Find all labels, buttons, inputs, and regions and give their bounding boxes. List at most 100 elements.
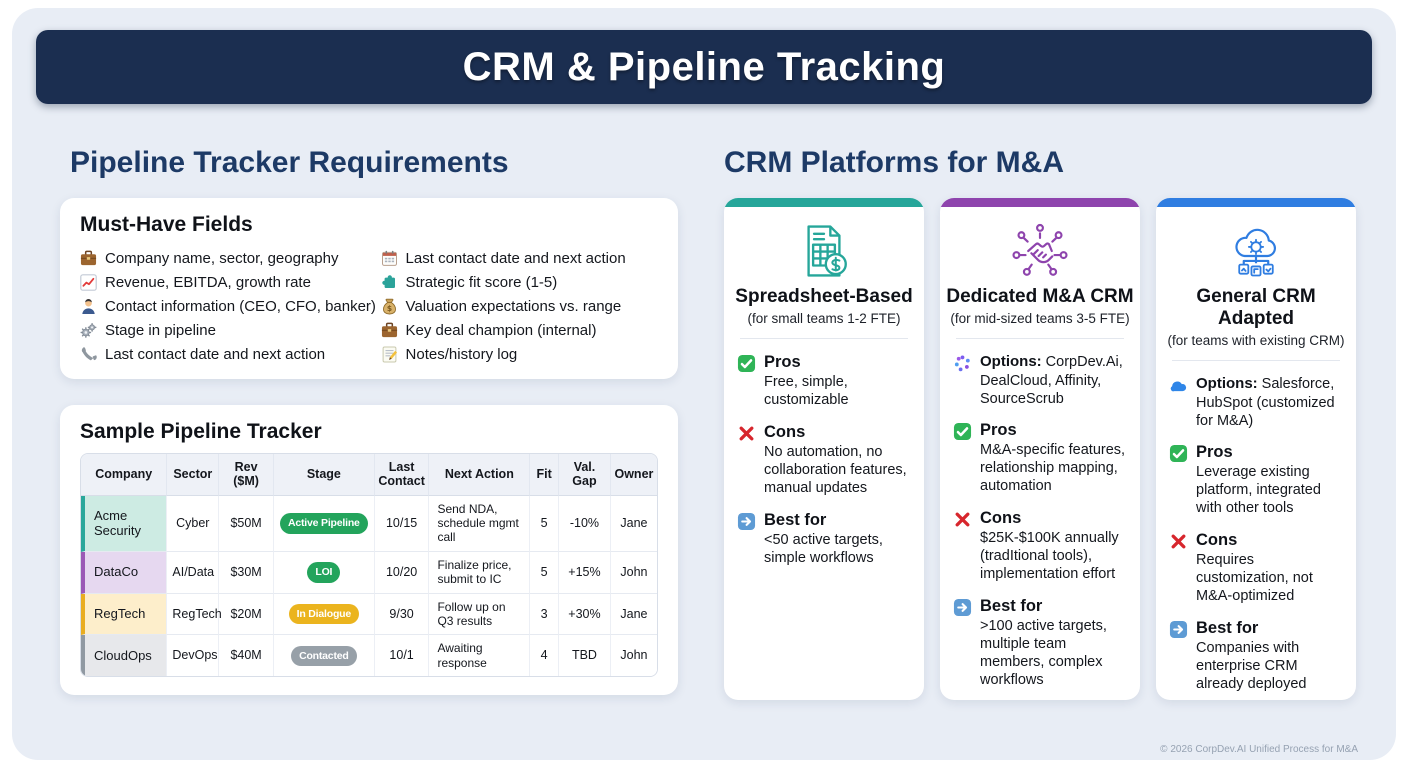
must-have-fields-card: Must-Have Fields Company name, sector, g… (60, 198, 678, 379)
must-have-item-text: Last contact date and next action (405, 249, 626, 267)
must-have-item-text: Key deal champion (internal) (405, 322, 597, 340)
card-section-label: Cons (980, 509, 1022, 528)
crm-card: Dedicated M&A CRM(for mid-sized teams 3-… (940, 198, 1140, 700)
moneybag-icon: $ (381, 298, 398, 315)
arrow-icon (737, 511, 756, 568)
cell-rev: $30M (219, 551, 274, 594)
card-section-text: No automation, no collaboration features… (764, 443, 907, 496)
cell-next-action: Awaiting response (429, 635, 531, 677)
crm-card: General CRM Adapted(for teams with exist… (1156, 198, 1356, 700)
card-section: Options: CorpDev.Ai, DealCloud, Affinity… (940, 353, 1140, 408)
must-have-item: Key deal champion (internal) (381, 319, 658, 343)
cell-next-action: Follow up on Q3 results (429, 593, 531, 636)
check-icon (953, 421, 972, 496)
must-have-item: Last contact date and next action (80, 343, 381, 367)
network-handshake-icon (940, 222, 1140, 280)
crm-card-subtitle: (for mid-sized teams 3-5 FTE) (950, 311, 1130, 326)
stage-badge: Active Pipeline (279, 512, 368, 534)
swirl-icon (953, 353, 972, 408)
briefcase-icon (381, 322, 398, 339)
card-section-text: Options: Salesforce, HubSpot (customized… (1196, 375, 1335, 430)
card-section: Best for>100 active targets, multiple te… (940, 597, 1140, 690)
must-have-item: Revenue, EBITDA, growth rate (80, 270, 381, 294)
crm-card-subtitle: (for small teams 1-2 FTE) (747, 311, 901, 326)
card-accent-bar (724, 198, 924, 207)
cell-owner: John (610, 635, 657, 677)
card-section-label: Pros (1196, 443, 1233, 462)
cell-company: RegTech (81, 593, 168, 636)
card-divider (956, 338, 1124, 339)
must-have-item: Strategic fit score (1-5) (381, 270, 658, 294)
calendar-icon (381, 250, 398, 267)
slide-title-bar: CRM & Pipeline Tracking (36, 30, 1372, 104)
right-column: CRM Platforms for M&A Spreadsheet-Based(… (724, 104, 1356, 700)
card-accent-bar (940, 198, 1140, 207)
must-have-item-text: Strategic fit score (1-5) (405, 273, 558, 291)
left-section-title: Pipeline Tracker Requirements (70, 146, 509, 179)
must-have-item: $ Valuation expectations vs. range (381, 294, 658, 318)
card-divider (1172, 360, 1340, 361)
cell-next-action: Finalize price, submit to IC (429, 551, 531, 594)
card-section-text: <50 active targets, simple workflows (764, 531, 883, 566)
must-have-item-text: Stage in pipeline (105, 322, 216, 340)
table-column-header: Fit (530, 453, 560, 496)
table-column-header: Last Contact (374, 453, 430, 496)
cell-val-gap: +30% (559, 593, 611, 636)
stage-badge: Contacted (291, 645, 357, 667)
content-area: Pipeline Tracker Requirements Must-Have … (12, 104, 1396, 700)
stage-badge: LOI (307, 561, 341, 583)
cell-company: Acme Security (81, 495, 168, 552)
briefcase-icon (80, 250, 97, 267)
table-column-header: Rev ($M) (219, 453, 274, 496)
card-section: Cons$25K-$100K annually (tradItional too… (940, 509, 1140, 584)
card-section-text: Leverage existing platform, integrated w… (1196, 464, 1321, 517)
must-have-item: Stage in pipeline (80, 319, 381, 343)
cell-stage: Contacted (273, 635, 375, 677)
cell-last-contact: 10/15 (374, 495, 430, 552)
arrow-icon (953, 597, 972, 690)
cell-next-action: Send NDA, schedule mgmt call (429, 495, 531, 552)
phone-icon (80, 346, 97, 363)
cell-val-gap: -10% (559, 495, 611, 552)
cross-icon (1169, 531, 1188, 606)
cell-sector: AI/Data (167, 551, 220, 594)
must-have-item-text: Revenue, EBITDA, growth rate (105, 273, 311, 291)
cell-fit: 4 (530, 635, 560, 677)
card-section-label: Pros (980, 421, 1017, 440)
card-section-label: Pros (764, 353, 801, 371)
check-icon (1169, 443, 1188, 518)
cell-fit: 3 (530, 593, 560, 636)
cell-stage: Active Pipeline (273, 495, 375, 552)
card-section: Options: Salesforce, HubSpot (customized… (1156, 375, 1356, 430)
cell-rev: $50M (219, 495, 274, 552)
card-section-label: Options: (1196, 375, 1258, 392)
arrow-icon (1169, 619, 1188, 694)
card-section-text: Requires customization, not M&A-optimize… (1196, 552, 1313, 605)
slide-title: CRM & Pipeline Tracking (462, 44, 946, 89)
must-have-item-text: Valuation expectations vs. range (405, 297, 622, 315)
cell-last-contact: 9/30 (374, 593, 430, 636)
must-have-title: Must-Have Fields (80, 213, 253, 236)
cell-company: DataCo (81, 551, 168, 594)
must-have-item-text: Last contact date and next action (105, 346, 326, 364)
slide-background: CRM & Pipeline Tracking Pipeline Tracker… (12, 8, 1396, 760)
cell-sector: Cyber (167, 495, 220, 552)
spreadsheet-dollar-icon (724, 222, 924, 280)
crm-card: Spreadsheet-Based(for small teams 1-2 FT… (724, 198, 924, 700)
card-section-text: >100 active targets, multiple team membe… (980, 618, 1107, 689)
must-have-item: Company name, sector, geography (80, 246, 381, 270)
must-have-item: Contact information (CEO, CFO, banker) (80, 294, 381, 318)
table-column-header: Val. Gap (559, 453, 611, 496)
cell-fit: 5 (530, 551, 560, 594)
must-have-item-text: Contact information (CEO, CFO, banker) (105, 297, 376, 315)
cell-stage: In Dialogue (273, 593, 375, 636)
